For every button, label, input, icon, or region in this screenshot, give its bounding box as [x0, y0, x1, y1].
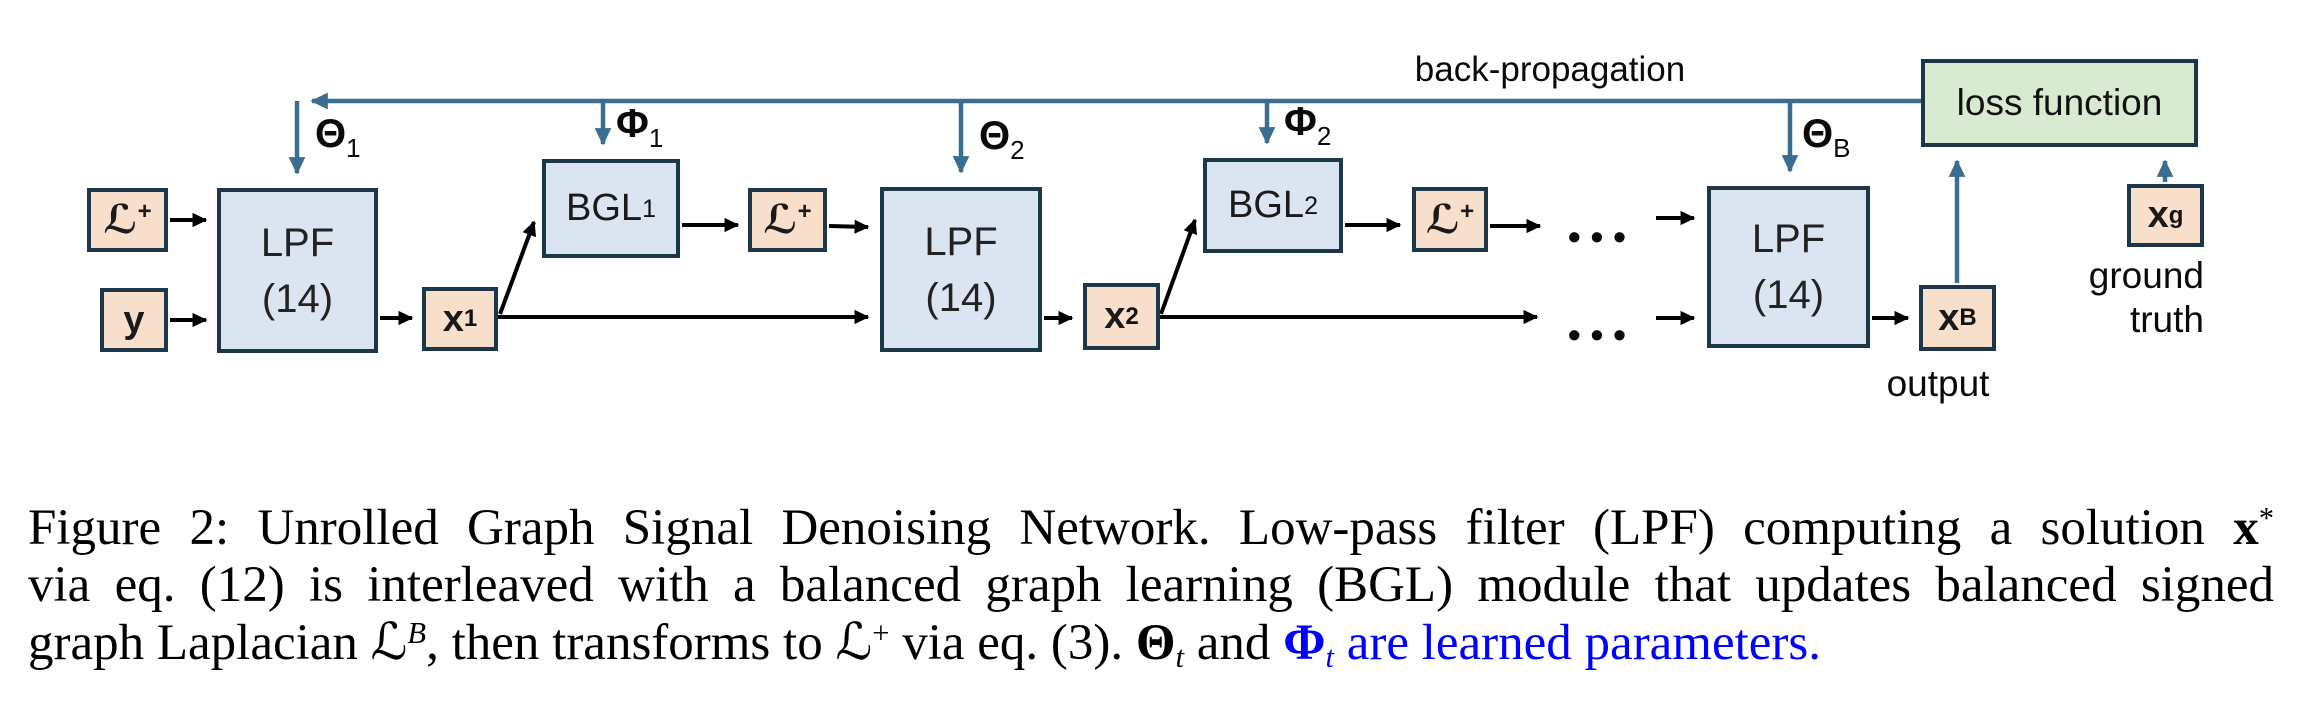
thetaB-label: ΘB [1802, 112, 1851, 163]
script-laplacian-plus: ℒ [835, 613, 873, 672]
diagram-wires-layer [170, 92, 2174, 328]
lpf3-box: LPF(14) [1707, 186, 1870, 348]
ellipsis-lower: ••• [1568, 314, 1636, 355]
lplus-box-1: ℒ+ [87, 188, 168, 252]
lplus-box-3: ℒ+ [1412, 187, 1488, 252]
theta1-label: Θ1 [315, 112, 361, 163]
script-l-symbol: ℒ [103, 197, 138, 243]
theta2-label: Θ2 [979, 114, 1025, 165]
caption-line-1: Figure 2: Unrolled Graph Signal Denoisin… [28, 500, 2274, 556]
y-input-box: y [100, 288, 168, 352]
caption-line-3: graph Laplacian ℒB, then transforms to ℒ… [28, 613, 1821, 674]
script-l-symbol: ℒ [1425, 196, 1461, 243]
ground-truth-label: ground truth [2088, 255, 2204, 340]
output-label: output [1886, 363, 1990, 404]
loss-function-box: loss function [1921, 59, 2198, 147]
lpf1-box: LPF(14) [217, 188, 378, 353]
script-laplacian-B: ℒ [370, 613, 408, 672]
caption-line-2: via eq. (12) is interleaved with a balan… [28, 557, 2274, 613]
arrow-x2-to-bgl2 [1159, 218, 1198, 315]
phi2-label: Φ2 [1284, 100, 1332, 151]
lpf2-box: LPF(14) [880, 187, 1042, 352]
lplus-box-2: ℒ+ [748, 188, 827, 252]
figure-caption: Figure 2: Unrolled Graph Signal Denoisin… [28, 500, 2274, 672]
arrow-lplus2-to-lpf2 [828, 219, 870, 234]
backprop-label: back-propagation [1414, 50, 1686, 89]
phi1-label: Φ1 [616, 102, 664, 153]
script-l-symbol: ℒ [763, 197, 798, 243]
arrow-x1-to-bgl1 [498, 220, 536, 315]
ellipsis-upper: ••• [1568, 216, 1636, 257]
